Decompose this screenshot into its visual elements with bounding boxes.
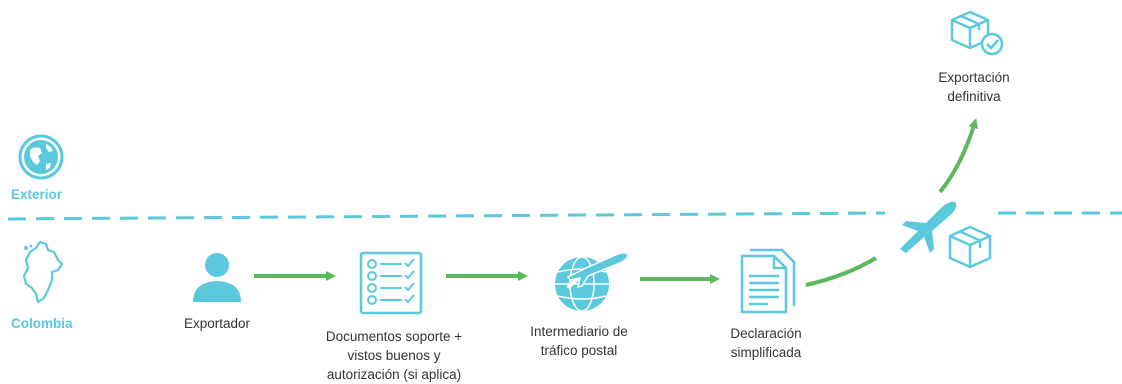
checklist-icon bbox=[358, 250, 424, 321]
box-icon bbox=[946, 224, 994, 275]
step-label-intermediario: Intermediario de tráfico postal bbox=[530, 324, 628, 358]
airplane-icon bbox=[896, 197, 958, 258]
globe-icon bbox=[18, 134, 64, 185]
region-label-colombia: Colombia bbox=[11, 316, 73, 331]
colombia-map-icon bbox=[18, 238, 66, 311]
step-label-declaracion: Declaración simplificada bbox=[730, 326, 802, 360]
person-icon bbox=[190, 250, 244, 309]
step-label-exportador: Exportador bbox=[183, 316, 251, 331]
step-label-exportacion: Exportación definitiva bbox=[938, 70, 1010, 104]
globe-plane-icon bbox=[548, 246, 632, 319]
arrow-declaracion-to-border bbox=[805, 256, 878, 287]
step-label-documentos: Documentos soporte + vistos buenos y aut… bbox=[325, 329, 463, 382]
border-divider-left bbox=[7, 211, 886, 221]
document-icon bbox=[738, 248, 796, 319]
arrow-border-to-exportacion bbox=[938, 118, 979, 194]
box-check-icon bbox=[948, 10, 1004, 63]
region-label-exterior: Exterior bbox=[11, 187, 63, 202]
